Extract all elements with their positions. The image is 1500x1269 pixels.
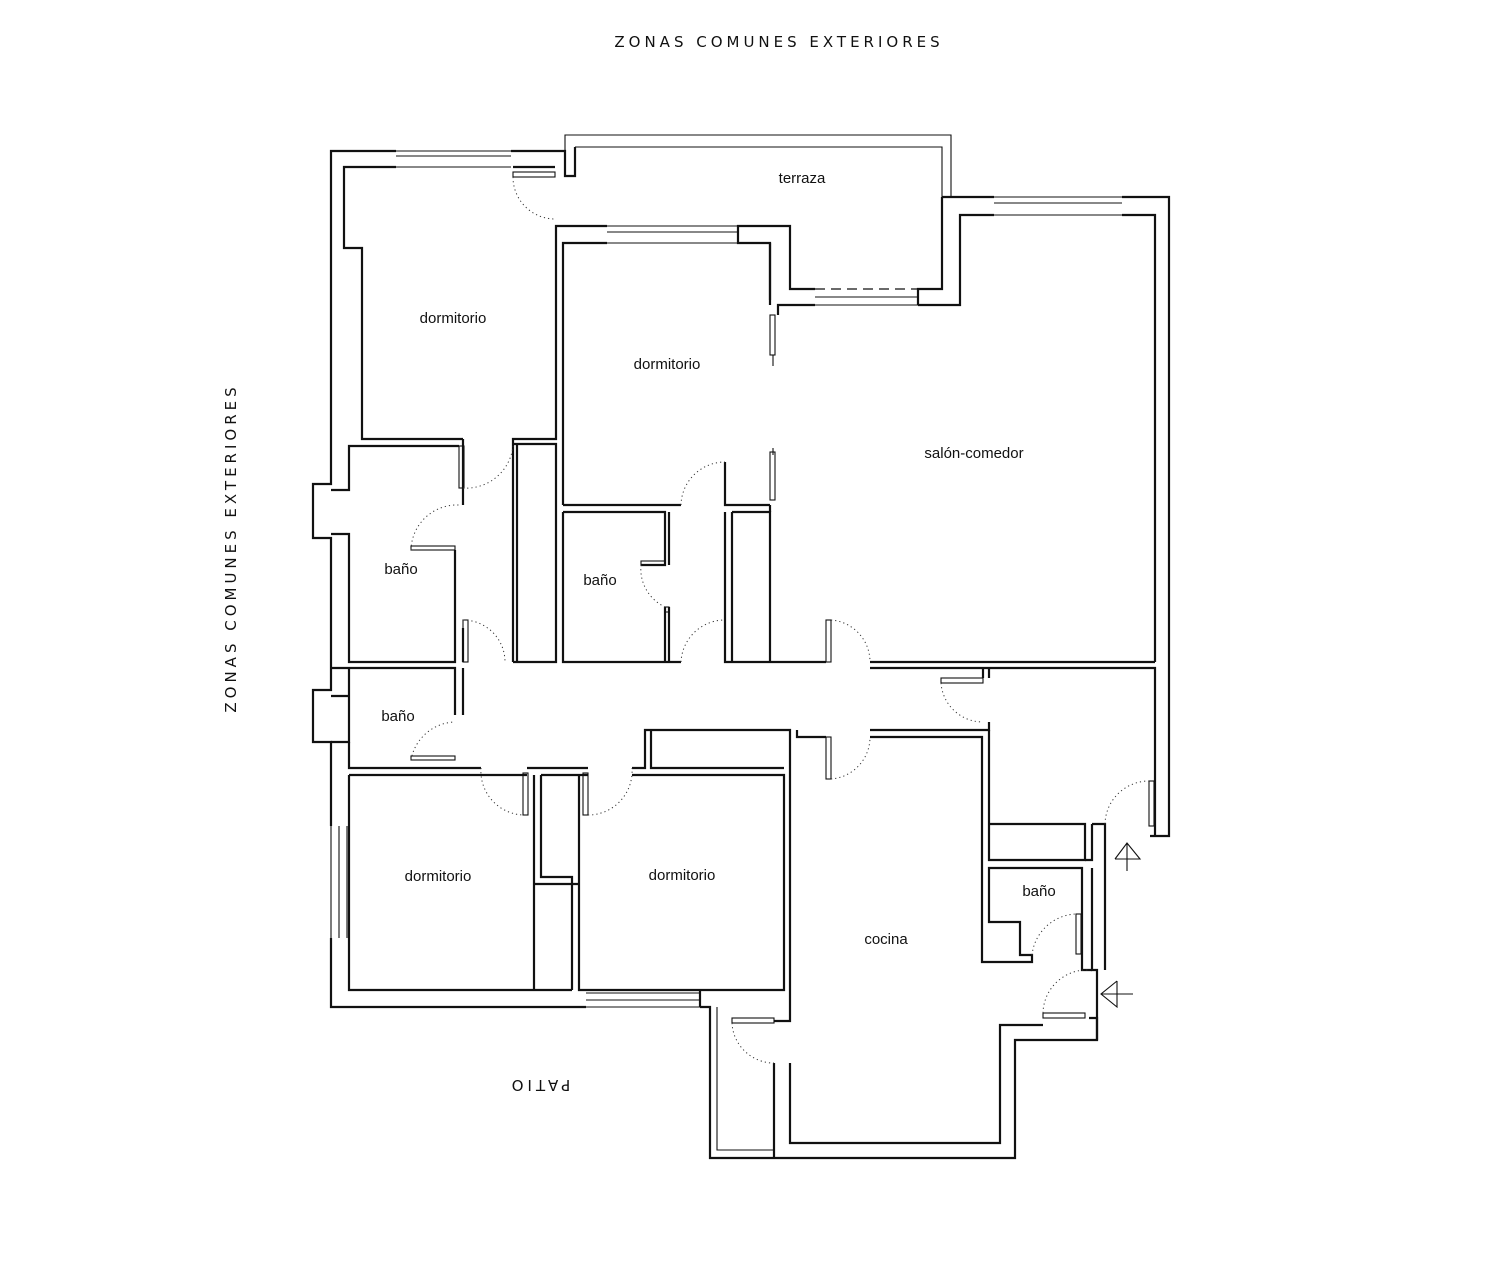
label-bottom-outside: PATIO (508, 1076, 571, 1094)
room-label-bano-2: baño (583, 572, 616, 589)
label-top-outside: ZONAS COMUNES EXTERIORES (614, 33, 943, 51)
room-label-bano-1: baño (384, 561, 417, 578)
room-label-dormitorio-3: dormitorio (405, 868, 472, 885)
entrance-arrow-up-icon (1114, 842, 1142, 871)
interior-walls (331, 243, 1157, 1160)
terrace-railing (564, 134, 952, 197)
room-label-bano-3: baño (381, 708, 414, 725)
entrance-arrow-left-icon (1100, 980, 1133, 1009)
room-label-dormitorio-2: dormitorio (634, 356, 701, 373)
room-label-dormitorio-1: dormitorio (420, 310, 487, 327)
door-leaves (410, 171, 1155, 1024)
door-swings (410, 176, 1150, 1064)
label-left-outside: ZONAS COMUNES EXTERIORES (222, 383, 240, 712)
room-label-dormitorio-4: dormitorio (649, 867, 716, 884)
room-label-terraza: terraza (779, 170, 826, 187)
room-label-bano-4: baño (1022, 883, 1055, 900)
exterior-walls (311, 147, 1171, 1009)
room-label-salon-comedor: salón-comedor (924, 445, 1023, 462)
windows (330, 150, 1122, 1008)
room-label-cocina: cocina (864, 931, 908, 948)
